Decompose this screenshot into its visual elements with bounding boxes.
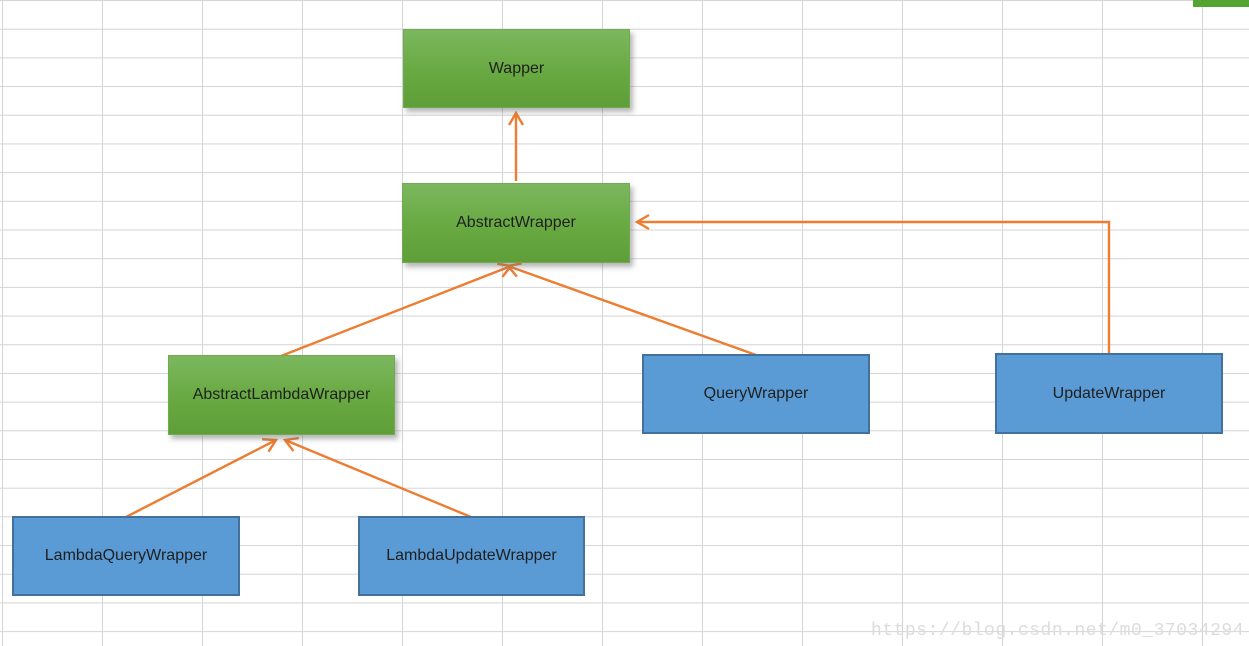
edge-lambdaupdatewrapper-to-abstractlambdawrapper[interactable]	[282, 436, 472, 519]
top-right-green-strip	[1193, 0, 1249, 7]
edge-lambdaquerywrapper-to-abstractlambdawrapper[interactable]	[125, 438, 279, 519]
node-lambda-query-wrapper[interactable]: LambdaQueryWrapper	[12, 516, 240, 596]
node-wapper[interactable]: Wapper	[403, 29, 630, 108]
node-abstract-wrapper[interactable]: AbstractWrapper	[402, 183, 630, 263]
edge-abstractlambdawrapper-to-abstractwrapper[interactable]	[280, 262, 514, 358]
node-query-wrapper[interactable]: QueryWrapper	[642, 354, 870, 434]
node-abstract-lambda-wrapper[interactable]: AbstractLambdaWrapper	[168, 355, 395, 435]
node-lambda-update-wrapper[interactable]: LambdaUpdateWrapper	[358, 516, 585, 596]
csdn-watermark: https://blog.csdn.net/m0_37034294	[871, 621, 1244, 641]
edge-querywrapper-to-abstractwrapper[interactable]	[505, 262, 757, 357]
node-update-wrapper[interactable]: UpdateWrapper	[995, 353, 1223, 434]
edge-updatewrapper-to-abstractwrapper[interactable]	[634, 213, 1111, 354]
